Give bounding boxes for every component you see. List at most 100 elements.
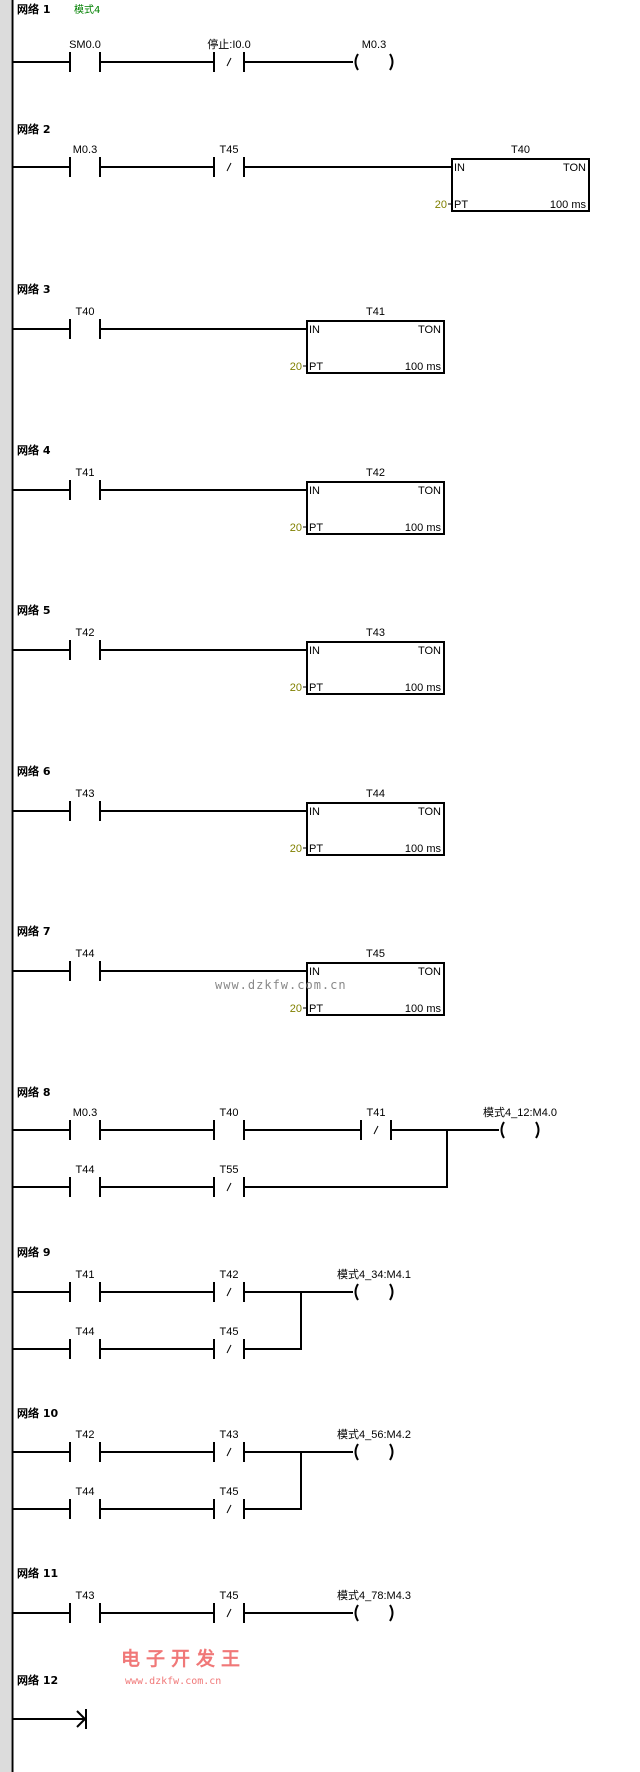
contact-address: T42 xyxy=(220,1269,239,1281)
network-label: 网络 8 xyxy=(17,1085,50,1099)
timer-base: 100 ms xyxy=(405,361,442,373)
timer-pt-pin: PT xyxy=(309,1003,323,1015)
timer-in-pin: IN xyxy=(309,485,320,497)
timer-base: 100 ms xyxy=(405,682,442,694)
timer-pt-pin: PT xyxy=(454,199,468,211)
contact-address: T44 xyxy=(76,1326,95,1338)
nc-contact[interactable]: 停止:I0.0 xyxy=(100,37,251,72)
network-label: 网络 2 xyxy=(17,122,50,136)
timer-pt-pin: PT xyxy=(309,843,323,855)
no-contact[interactable]: T41 xyxy=(13,1269,101,1302)
no-contact[interactable]: SM0.0 xyxy=(13,39,101,72)
timer-type: TON xyxy=(418,645,441,657)
contact-address: T42 xyxy=(76,627,95,639)
nc-contact[interactable]: T45 xyxy=(100,1486,245,1519)
coil-address: 模式4_34:M4.1 xyxy=(337,1268,411,1281)
no-contact[interactable]: M0.3 xyxy=(13,144,101,177)
timer-type: TON xyxy=(563,162,586,174)
nc-contact[interactable]: T42 xyxy=(100,1269,245,1302)
network-12[interactable]: 网络 12 xyxy=(13,1673,87,1729)
timer-base: 100 ms xyxy=(405,1003,442,1015)
timer-preset: 20 xyxy=(290,682,302,694)
network-label: 网络 3 xyxy=(17,282,50,296)
timer-preset: 20 xyxy=(290,522,302,534)
timer-in-pin: IN xyxy=(309,966,320,978)
contact-address: T42 xyxy=(76,1429,95,1441)
timer-name: T45 xyxy=(366,948,385,960)
no-contact[interactable]: T44 xyxy=(13,1326,101,1359)
timer-type: TON xyxy=(418,966,441,978)
watermark-brand: 电子开发王 xyxy=(121,1647,246,1670)
contact-address: T44 xyxy=(76,948,95,960)
output-coil[interactable]: 模式4_56:M4.2 xyxy=(337,1428,411,1461)
contact-address: T45 xyxy=(220,1326,239,1338)
contact-address: T40 xyxy=(76,306,95,318)
timer-type: TON xyxy=(418,485,441,497)
editor-gutter xyxy=(0,0,11,1772)
contact-address: T41 xyxy=(76,1269,95,1281)
network-label: 网络 7 xyxy=(17,924,50,938)
network-label: 网络 11 xyxy=(17,1566,58,1580)
output-coil[interactable]: 模式4_12:M4.0 xyxy=(483,1106,557,1139)
contact-address: T43 xyxy=(76,788,95,800)
network-11[interactable]: 网络 11 T43 T45 模式4_78:M4.3 xyxy=(13,1566,411,1623)
contact-address: T45 xyxy=(220,144,239,156)
contact-address: T41 xyxy=(76,467,95,479)
timer-base: 100 ms xyxy=(405,522,442,534)
no-contact[interactable]: T44 xyxy=(13,1164,101,1197)
no-contact[interactable]: T40 xyxy=(13,306,101,339)
no-contact[interactable]: T43 xyxy=(13,788,101,821)
no-contact[interactable]: T42 xyxy=(13,1429,101,1462)
no-contact[interactable]: T40 xyxy=(100,1107,245,1140)
output-coil[interactable]: M0.3 xyxy=(354,39,394,71)
contact-address: T45 xyxy=(220,1590,239,1602)
no-contact[interactable]: T42 xyxy=(13,627,101,660)
contact-address: T55 xyxy=(220,1164,239,1176)
coil-address: 模式4_78:M4.3 xyxy=(337,1589,411,1602)
nc-contact[interactable]: T45 xyxy=(100,1326,245,1359)
nc-contact[interactable]: T45 xyxy=(100,144,245,177)
no-contact[interactable]: T44 xyxy=(13,1486,101,1519)
output-coil[interactable]: 模式4_34:M4.1 xyxy=(337,1268,411,1301)
network-label: 网络 4 xyxy=(17,443,51,457)
contact-address: T43 xyxy=(220,1429,239,1441)
contact-address: 停止:I0.0 xyxy=(207,37,250,51)
timer-type: TON xyxy=(418,324,441,336)
coil-address: 模式4_12:M4.0 xyxy=(483,1106,557,1119)
no-contact[interactable]: M0.3 xyxy=(13,1107,101,1140)
contact-address: SM0.0 xyxy=(69,39,101,51)
nc-contact[interactable]: T41 xyxy=(244,1107,392,1140)
timer-preset: 20 xyxy=(290,1003,302,1015)
contact-address: T43 xyxy=(76,1590,95,1602)
timer-type: TON xyxy=(418,806,441,818)
no-contact[interactable]: T44 xyxy=(13,948,101,981)
network-label: 网络 9 xyxy=(17,1245,50,1259)
contact-address: T44 xyxy=(76,1486,95,1498)
network-comment: 模式4 xyxy=(74,3,100,16)
output-coil[interactable]: 模式4_78:M4.3 xyxy=(337,1589,411,1622)
nc-contact[interactable]: T55 xyxy=(100,1164,245,1197)
watermark-brand-url: www.dzkfw.com.cn xyxy=(125,1676,221,1687)
no-contact[interactable]: T43 xyxy=(13,1590,101,1623)
nc-contact[interactable]: T43 xyxy=(100,1429,245,1462)
nc-contact[interactable]: T45 xyxy=(100,1590,245,1623)
watermark-url: www.dzkfw.com.cn xyxy=(215,978,347,992)
no-contact[interactable]: T41 xyxy=(13,467,101,500)
